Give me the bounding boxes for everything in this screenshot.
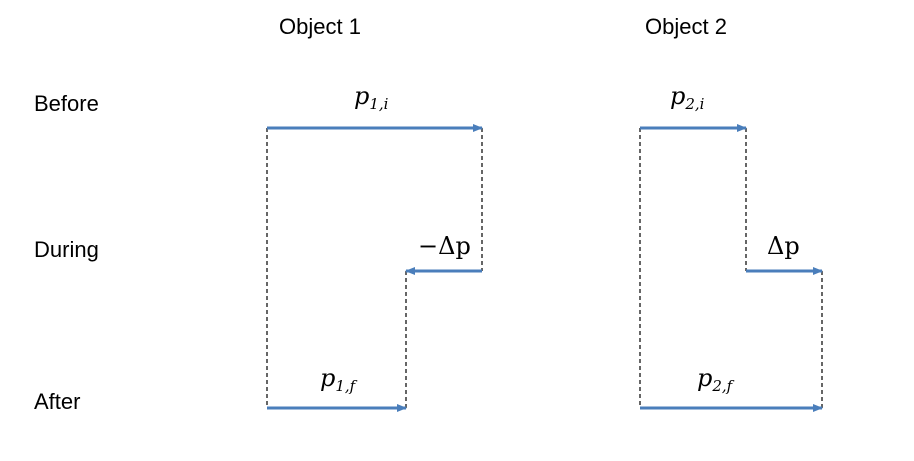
row-label-after: After: [34, 389, 81, 414]
column-title-object-1: Object 1: [279, 14, 361, 39]
label-delta-p-object-1: −Δp: [418, 232, 471, 260]
label-p1-final: p1,f: [320, 364, 356, 395]
row-label-during: During: [34, 237, 99, 262]
label-delta-p-object-2: Δp: [767, 232, 800, 260]
column-title-object-2: Object 2: [645, 14, 727, 39]
label-p1-initial: p1,i: [354, 82, 389, 113]
label-p2-initial: p2,i: [670, 82, 705, 113]
label-p2-final: p2,f: [697, 364, 733, 395]
row-label-before: Before: [34, 91, 99, 116]
